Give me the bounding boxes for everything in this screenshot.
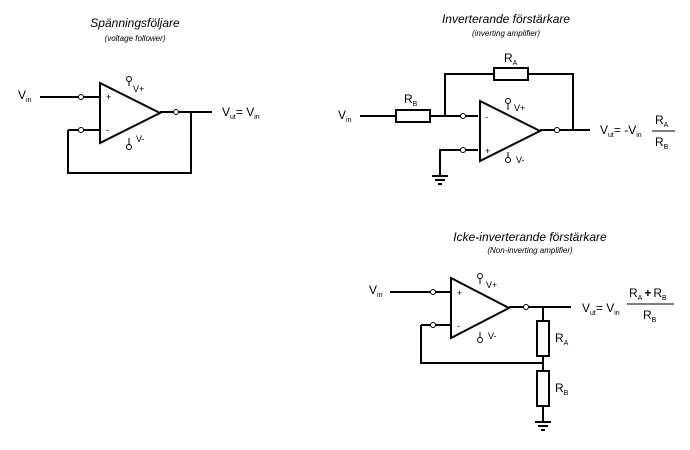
follower-opamp bbox=[99, 81, 163, 145]
noninverting-gain-numerator: RA+RB bbox=[629, 286, 667, 302]
noninverting-resistor-rb bbox=[536, 370, 550, 407]
noninverting-output-node bbox=[523, 304, 529, 310]
inverting-subtitle: (inverting amplifier) bbox=[472, 29, 540, 38]
inverting-vminus-label: V- bbox=[516, 155, 525, 165]
inverting-plus-node bbox=[460, 147, 466, 153]
noninverting-plus-sign: + bbox=[457, 288, 462, 298]
noninverting-output-formula: Vut= Vin bbox=[582, 301, 620, 317]
follower-feedback-node bbox=[78, 127, 84, 133]
follower-feedback-wire bbox=[67, 112, 192, 174]
noninverting-vplus-node bbox=[477, 273, 483, 279]
follower-input-node bbox=[78, 94, 84, 100]
follower-minus-sign: - bbox=[106, 125, 109, 135]
noninverting-vplus-label: V+ bbox=[486, 280, 497, 290]
noninverting-ra-label: RA bbox=[555, 331, 569, 347]
follower-vminus-label: V- bbox=[136, 134, 145, 144]
follower-vminus-node bbox=[126, 144, 132, 150]
follower-subtitle: (voltage follower) bbox=[105, 34, 166, 43]
noninverting-opamp bbox=[450, 276, 512, 340]
inverting-vplus-node bbox=[505, 98, 511, 104]
inverting-resistor-rb bbox=[395, 109, 431, 123]
noninverting-subtitle: (Non-inverting amplifier) bbox=[487, 246, 573, 255]
noninverting-vminus-node bbox=[477, 337, 483, 343]
inverting-ground-symbol bbox=[432, 175, 448, 185]
noninverting-gain-denominator: RB bbox=[643, 308, 657, 324]
inverting-output-formula: Vut= -Vin bbox=[600, 123, 642, 139]
noninverting-ground-symbol bbox=[535, 421, 551, 431]
inverting-ra-label: RA bbox=[504, 51, 518, 67]
inverting-gain-numerator: RA bbox=[655, 113, 669, 129]
follower-vin-label: Vin bbox=[18, 88, 32, 104]
inverting-output-node bbox=[554, 127, 560, 133]
inverting-vplus-label: V+ bbox=[514, 103, 525, 113]
inverting-opamp bbox=[479, 99, 543, 163]
follower-output-formula: Vut= Vin bbox=[222, 105, 260, 121]
inverting-rb-label: RB bbox=[404, 92, 418, 108]
inverting-resistor-ra bbox=[493, 67, 529, 81]
inverting-minus-sign: - bbox=[485, 112, 488, 122]
noninverting-resistor-ra bbox=[536, 320, 550, 357]
noninverting-plus-node bbox=[430, 289, 436, 295]
noninverting-feedback-wire bbox=[420, 325, 543, 364]
noninverting-title: Icke-inverterande förstärkare bbox=[453, 230, 607, 244]
follower-output-node bbox=[173, 109, 179, 115]
inverting-gain-denominator: RB bbox=[655, 135, 669, 151]
voltage-follower-circuit: Spänningsföljare (voltage follower) + - … bbox=[18, 16, 260, 174]
noninverting-minus-node bbox=[430, 322, 436, 328]
follower-title: Spänningsföljare bbox=[90, 16, 180, 30]
noninverting-rb-label: RB bbox=[555, 381, 569, 397]
noninverting-minus-sign: - bbox=[457, 321, 460, 331]
inverting-feedback-left-wire bbox=[444, 73, 494, 116]
follower-vplus-node bbox=[126, 76, 132, 82]
follower-vplus-label: V+ bbox=[133, 84, 144, 94]
inverting-plus-sign: + bbox=[485, 146, 490, 156]
inverting-plus-to-ground-wire bbox=[439, 149, 478, 176]
inverting-minus-node bbox=[460, 113, 466, 119]
non-inverting-amplifier-circuit: Icke-inverterande förstärkare (Non-inver… bbox=[369, 230, 674, 431]
noninverting-vminus-label: V- bbox=[488, 331, 497, 341]
inverting-title: Inverterande förstärkare bbox=[442, 12, 570, 26]
inverting-vminus-node bbox=[505, 157, 511, 163]
inverting-amplifier-circuit: Inverterande förstärkare (inverting ampl… bbox=[338, 12, 675, 185]
inverting-feedback-right-wire bbox=[528, 73, 574, 130]
inverting-vin-label: Vin bbox=[338, 108, 352, 124]
follower-plus-sign: + bbox=[106, 92, 111, 102]
noninverting-vin-label: Vin bbox=[369, 283, 383, 299]
